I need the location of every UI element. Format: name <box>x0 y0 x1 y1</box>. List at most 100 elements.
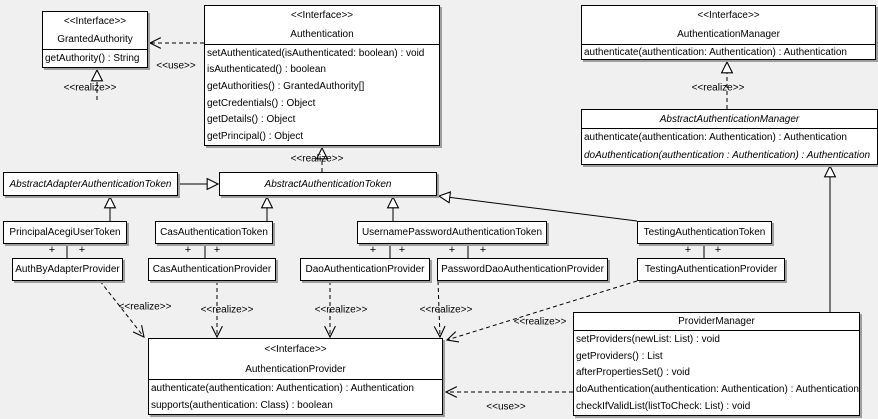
class-authentication-manager[interactable]: <<Interface>> AuthenticationManager authen… <box>581 5 876 60</box>
class-password-dao-authentication-provider[interactable]: PasswordDaoAuthenticationProvider <box>437 258 608 281</box>
members-compartment: setProviders(newList: List) : void getPro… <box>574 331 859 415</box>
class-name: TestingAuthenticationProvider <box>644 264 778 275</box>
class-authentication-provider[interactable]: <<Interface>> AuthenticationProvider authe… <box>148 338 443 415</box>
class-principal-acegi-user-token[interactable]: PrincipalAcegiUserToken <box>3 221 127 244</box>
class-member: getPrincipal() : Object <box>207 131 304 143</box>
class-title: ProviderManager <box>574 313 859 331</box>
edge-realize-passworddaoprovider-authprovider <box>438 280 440 337</box>
class-username-password-authentication-token[interactable]: UsernamePasswordAuthenticationToken <box>357 221 547 244</box>
class-name: AbstractAuthenticationManager <box>659 113 800 125</box>
class-title: <<Interface>> Authentication <box>205 6 439 45</box>
class-name: AuthByAdapterProvider <box>15 264 120 275</box>
class-name: AuthenticationProvider <box>245 363 346 375</box>
class-title: <<Interface>> AuthenticationManager <box>582 6 875 45</box>
realize-label: <<realize>> <box>290 153 344 165</box>
multiplicity-plus: + <box>448 244 456 256</box>
multiplicity-plus: + <box>369 244 377 256</box>
class-member: getDetails() : Object <box>207 114 296 126</box>
class-member: authenticate(authentication: Authenticat… <box>151 383 414 394</box>
members-compartment: getAuthority() : String <box>43 50 147 67</box>
class-provider-manager[interactable]: ProviderManager setProviders(newList: Lis… <box>573 312 860 416</box>
realize-label: <<realize>> <box>419 304 473 316</box>
realize-label: <<realize>> <box>200 304 254 316</box>
class-name: PrincipalAcegiUserToken <box>9 227 121 238</box>
class-title: CasAuthenticationToken <box>156 222 272 243</box>
multiplicity-plus: + <box>398 244 406 256</box>
class-title: AbstractAuthenticationToken <box>220 173 436 195</box>
class-testing-authentication-provider[interactable]: TestingAuthenticationProvider <box>637 258 785 281</box>
class-abstract-authentication-manager[interactable]: AbstractAuthenticationManager authenticat… <box>581 109 878 165</box>
members-compartment: setAuthenticated(isAuthenticated: boolea… <box>205 45 439 145</box>
class-title: TestingAuthenticationProvider <box>638 259 784 280</box>
realize-label: <<realize>> <box>691 82 745 94</box>
multiplicity-plus: + <box>684 244 692 256</box>
stereotype-label: <<Interface>> <box>697 10 760 21</box>
class-cas-authentication-token[interactable]: CasAuthenticationToken <box>155 221 273 244</box>
class-name: AbstractAuthenticationToken <box>264 178 392 190</box>
class-member: afterPropertiesSet() : void <box>576 367 690 379</box>
members-compartment: authenticate(authentication: Authenticat… <box>149 380 442 414</box>
use-label: <<use>> <box>156 60 196 72</box>
multiplicity-plus: + <box>48 244 56 256</box>
stereotype-label: <<Interface>> <box>264 343 327 355</box>
members-compartment: authenticate(authentication: Authenticat… <box>582 129 877 164</box>
class-title: PrincipalAcegiUserToken <box>4 222 126 243</box>
class-title: PasswordDaoAuthenticationProvider <box>438 259 607 280</box>
class-title: AbstractAuthenticationManager <box>582 110 877 129</box>
class-member: getCredentials() : Object <box>207 97 316 109</box>
stereotype-label: <<Interface>> <box>63 15 127 27</box>
class-member: supports(authentication: Class) : boolea… <box>151 400 333 411</box>
class-title: <<Interface>> GrantedAuthority <box>43 12 147 50</box>
class-title: <<Interface>> AuthenticationProvider <box>149 339 442 380</box>
class-member: doAuthentication(authentication : Authen… <box>584 149 871 161</box>
class-member: isAuthenticated() : boolean <box>207 64 326 76</box>
multiplicity-plus: + <box>184 244 192 256</box>
class-member: getAuthorities() : GrantedAuthority[] <box>207 81 365 93</box>
class-name: AuthenticationManager <box>677 29 780 40</box>
edge-realize-authbyadapter-authprovider <box>99 280 144 337</box>
class-member: doAuthentication(authentication: Authent… <box>576 384 859 396</box>
class-title: AuthByAdapterProvider <box>13 259 122 280</box>
use-label: <<use>> <box>486 401 526 413</box>
stereotype-label: <<Interface>> <box>290 10 354 21</box>
multiplicity-plus: + <box>714 244 722 256</box>
multiplicity-plus: + <box>78 244 86 256</box>
class-name: ProviderManager <box>678 316 755 327</box>
class-cas-authentication-provider[interactable]: CasAuthenticationProvider <box>148 258 276 281</box>
class-name: CasAuthenticationToken <box>160 227 268 238</box>
class-member: setAuthenticated(isAuthenticated: boolea… <box>207 47 425 59</box>
class-abstract-adapter-authentication-token[interactable]: AbstractAdapterAuthenticationToken <box>3 172 178 196</box>
class-granted-authority[interactable]: <<Interface>> GrantedAuthority getAuthorit… <box>42 11 148 68</box>
realize-label: <<realize>> <box>513 316 567 328</box>
class-member: checkIfValidList(listToCheck: List) : vo… <box>576 401 751 413</box>
class-title: UsernamePasswordAuthenticationToken <box>358 222 546 243</box>
class-name: CasAuthenticationProvider <box>152 264 272 275</box>
class-name: AbstractAdapterAuthenticationToken <box>9 178 172 190</box>
class-name: Authentication <box>290 29 354 40</box>
realize-label: <<realize>> <box>118 301 172 313</box>
class-title: CasAuthenticationProvider <box>149 259 275 280</box>
class-name: GrantedAuthority <box>57 34 133 46</box>
multiplicity-plus: + <box>479 244 487 256</box>
class-member: authenticate(authentication: Authenticat… <box>584 46 847 58</box>
class-authentication[interactable]: <<Interface>> Authentication setAuthentica… <box>204 5 440 146</box>
class-member: setProviders(newList: List) : void <box>576 333 720 345</box>
edge-realize-testingprovider-authprovider <box>447 280 638 340</box>
edge-gen-testingtoken-abstracttoken <box>439 196 638 222</box>
class-member: getProviders() : List <box>576 350 663 362</box>
class-dao-authentication-provider[interactable]: DaoAuthenticationProvider <box>300 258 430 281</box>
class-testing-authentication-token[interactable]: TestingAuthenticationToken <box>637 221 772 244</box>
realize-label: <<realize>> <box>314 304 368 316</box>
members-compartment: authenticate(authentication: Authenticat… <box>582 45 875 59</box>
class-member: getAuthority() : String <box>45 53 140 64</box>
class-name: TestingAuthenticationToken <box>643 227 766 238</box>
multiplicity-plus: + <box>213 244 221 256</box>
class-abstract-authentication-token[interactable]: AbstractAuthenticationToken <box>219 172 437 196</box>
realize-label: <<realize>> <box>63 82 117 94</box>
class-name: PasswordDaoAuthenticationProvider <box>441 264 604 275</box>
class-title: AbstractAdapterAuthenticationToken <box>4 173 177 195</box>
class-auth-by-adapter-provider[interactable]: AuthByAdapterProvider <box>12 258 123 281</box>
class-title: TestingAuthenticationToken <box>638 222 771 243</box>
class-name: UsernamePasswordAuthenticationToken <box>361 227 543 238</box>
